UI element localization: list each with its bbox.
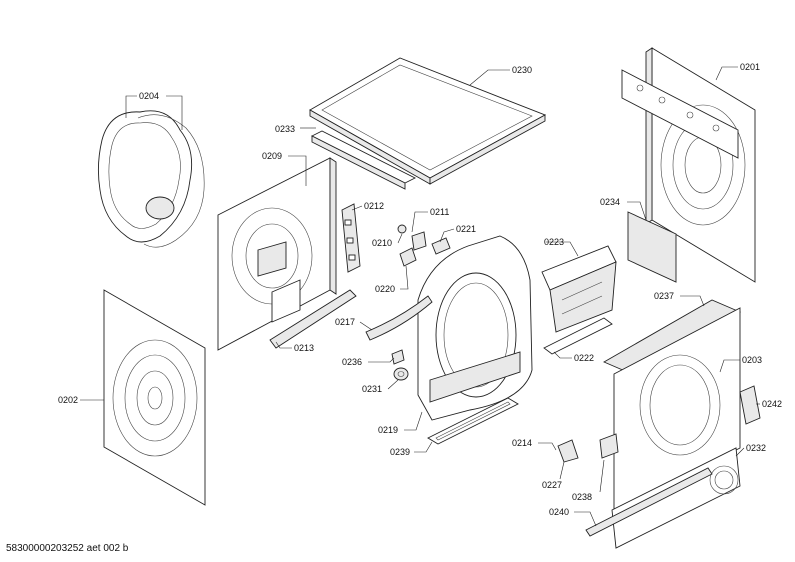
label-0213: 0213 (294, 343, 314, 353)
part-0232-kick-panel (585, 447, 741, 549)
part-0239-seal (427, 397, 519, 445)
label-0219: 0219 (378, 425, 398, 435)
label-0204: 0204 (139, 91, 159, 101)
part-0231-knob (393, 367, 409, 381)
part-0202-side-panel (103, 289, 206, 506)
part-0242-handle (739, 385, 761, 425)
part-0210-screw (397, 224, 407, 234)
label-0236: 0236 (342, 357, 362, 367)
label-0227: 0227 (542, 480, 562, 490)
part-0234-filter-pad (627, 211, 677, 283)
label-0222: 0222 (574, 353, 594, 363)
label-0238: 0238 (572, 492, 592, 502)
label-0242: 0242 (762, 399, 782, 409)
label-0221: 0221 (456, 224, 476, 234)
leader-lines (80, 66, 760, 527)
label-0231: 0231 (362, 384, 382, 394)
part-0204-rear-seal (97, 110, 205, 248)
label-0201: 0201 (740, 62, 760, 72)
label-0212: 0212 (364, 201, 384, 211)
label-0214: 0214 (512, 438, 532, 448)
label-0230: 0230 (512, 65, 532, 75)
part-0222-gasket (543, 317, 613, 355)
part-0217-trim (365, 295, 433, 341)
part-0238-strip (599, 433, 619, 459)
label-0237: 0237 (654, 291, 674, 301)
label-0220: 0220 (375, 284, 395, 294)
label-0202: 0202 (58, 395, 78, 405)
part-0209-rear-wall (217, 157, 337, 351)
label-0233: 0233 (275, 124, 295, 134)
part-labels: 0230 0233 0201 0204 0209 0212 0211 0210 … (58, 62, 782, 517)
part-0219-bearing-shield (417, 235, 533, 421)
label-0234: 0234 (600, 197, 620, 207)
label-0239: 0239 (390, 447, 410, 457)
part-0223-filter-housing (541, 245, 617, 333)
part-0236-clip (391, 349, 405, 365)
label-0217: 0217 (335, 317, 355, 327)
drawing-number: 58300000203252 aet 002 b (6, 543, 129, 554)
label-0209: 0209 (262, 151, 282, 161)
part-0221-clamp (431, 237, 451, 255)
part-0213-bracket (269, 289, 357, 349)
label-0210: 0210 (372, 238, 392, 248)
label-0240: 0240 (549, 507, 569, 517)
label-0223: 0223 (544, 237, 564, 247)
part-0211-fixing (411, 231, 427, 251)
part-0220-clip (399, 247, 417, 267)
part-0212-sensor-strip (341, 203, 361, 273)
part-0233-top-trim (310, 130, 417, 190)
part-0214-door-lock (557, 439, 579, 463)
label-0203: 0203 (742, 355, 762, 365)
label-0232: 0232 (746, 443, 766, 453)
part-0230-top-cover (309, 57, 547, 185)
label-0211: 0211 (430, 207, 449, 217)
part-0203-front-panel (613, 307, 741, 513)
